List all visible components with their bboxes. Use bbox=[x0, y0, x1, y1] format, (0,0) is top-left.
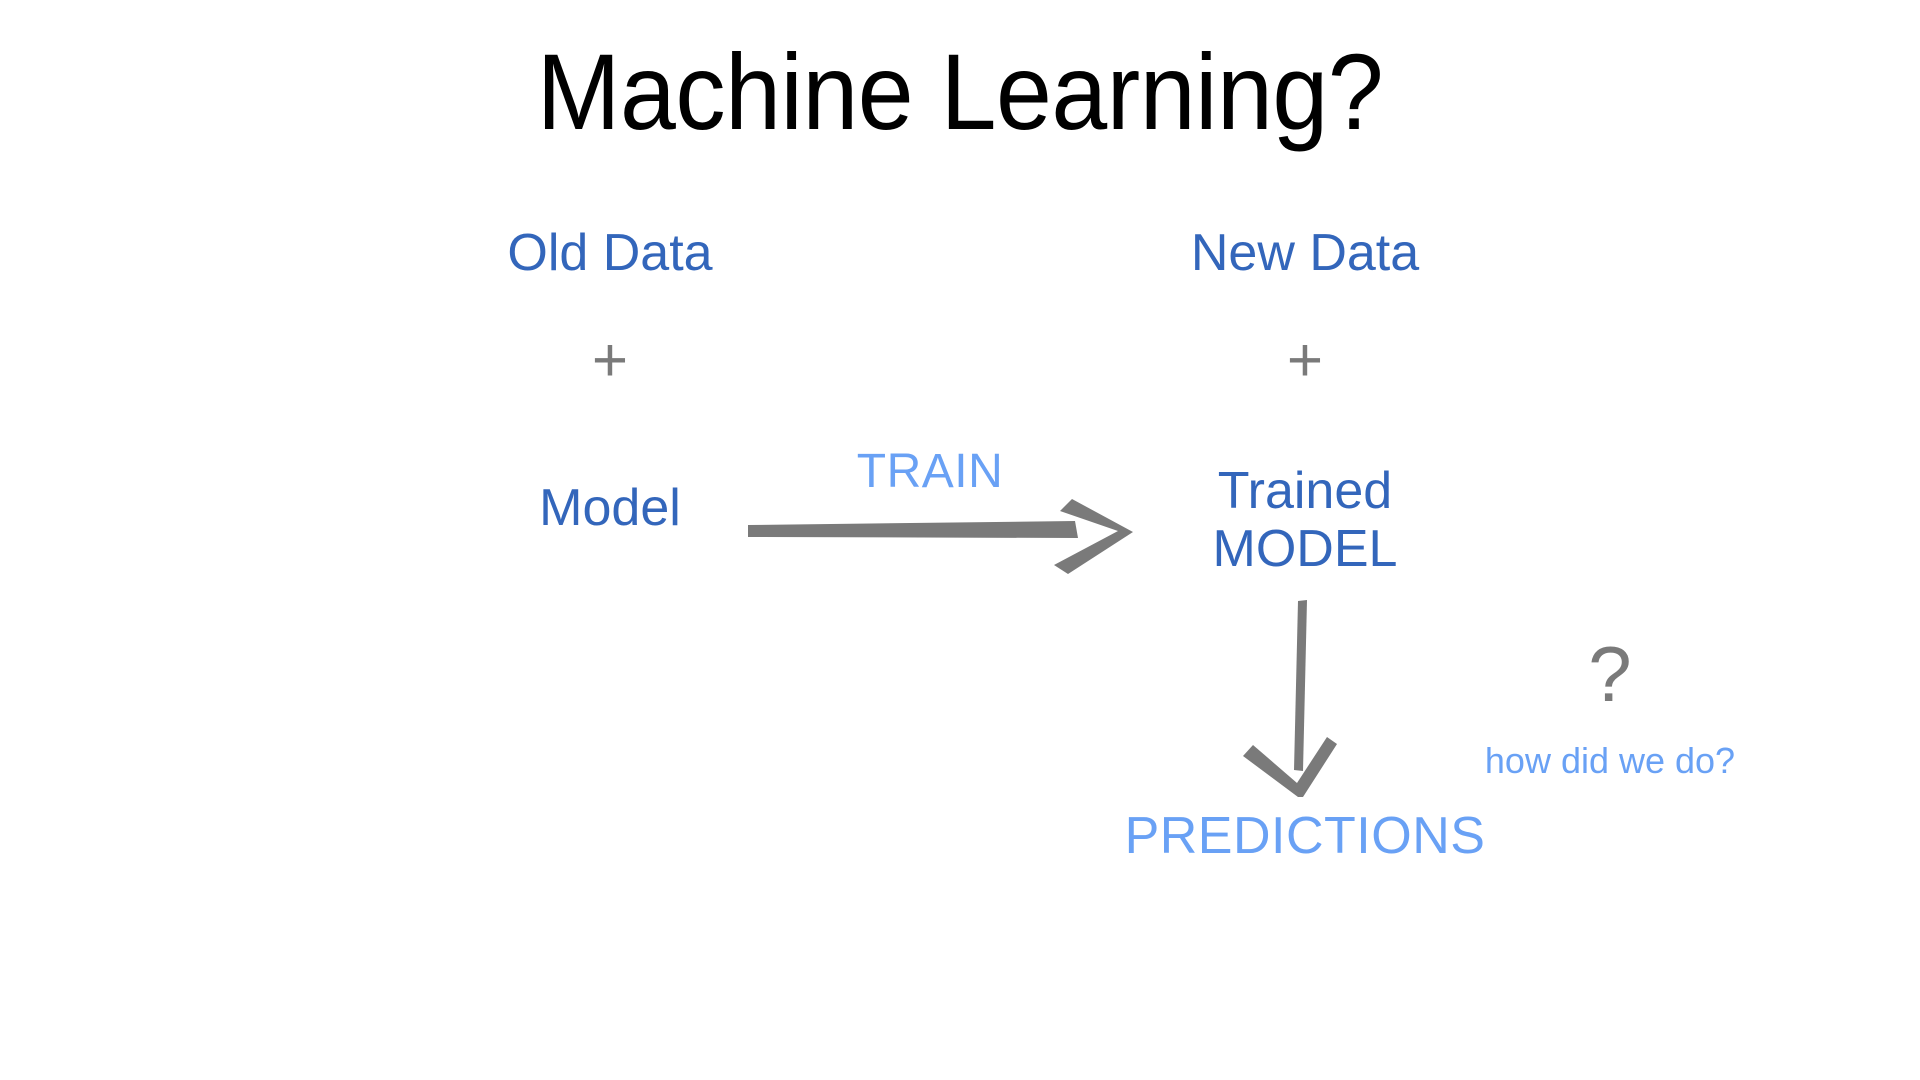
trained-model-line-1: Trained bbox=[1217, 462, 1393, 520]
arrow-right-icon bbox=[748, 499, 1133, 574]
node-model: Model bbox=[539, 479, 681, 537]
node-new-data: New Data bbox=[1190, 224, 1420, 282]
arrow-down-icon bbox=[1243, 600, 1337, 797]
trained-model-line-2: MODEL bbox=[1212, 520, 1398, 579]
question-mark-icon: ? bbox=[1588, 630, 1632, 718]
node-predictions: PREDICTIONS bbox=[1124, 807, 1486, 865]
annotation-caption: how did we do? bbox=[1484, 740, 1736, 781]
page-title: Machine Learning? bbox=[536, 31, 1384, 152]
edge-label-train: TRAIN bbox=[856, 445, 1004, 498]
plus-icon-right: + bbox=[1286, 326, 1324, 395]
plus-icon-left: + bbox=[591, 326, 629, 395]
node-old-data: Old Data bbox=[507, 224, 713, 282]
